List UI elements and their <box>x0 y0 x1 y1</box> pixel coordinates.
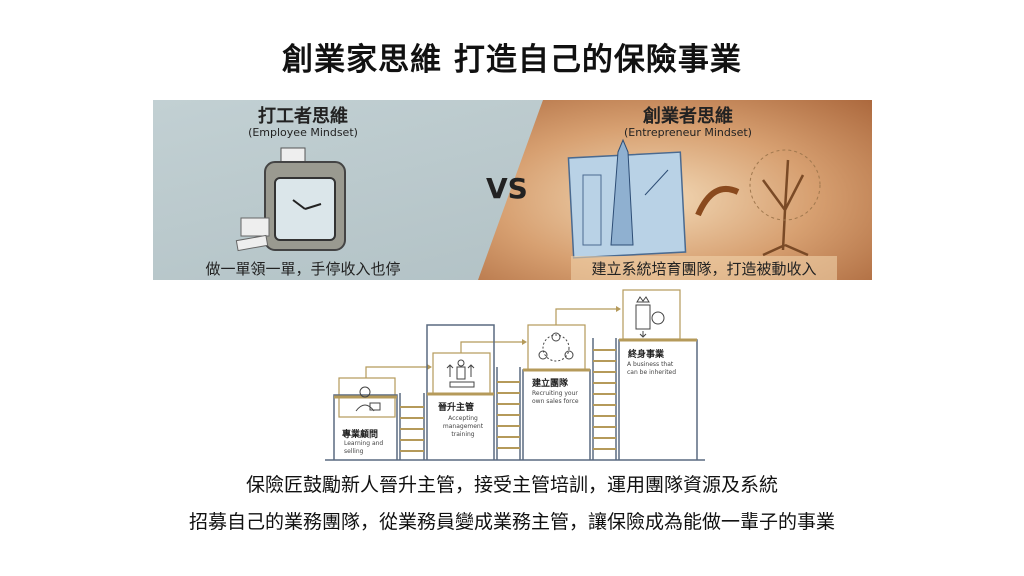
consultant-headset-icon <box>355 386 381 412</box>
employee-caption: 做一單領一單，手停收入也停 <box>205 260 401 278</box>
staircase-graphic <box>325 289 705 461</box>
building-crown-icon <box>635 296 665 338</box>
step-4-subtitle: A business that can be inherited <box>627 361 677 376</box>
entrepreneur-caption: 建立系統培育團隊，打造被動收入 <box>571 256 837 280</box>
vs-label: VS <box>486 172 528 205</box>
promotion-podium-icon <box>446 359 475 388</box>
entrepreneur-heading: 創業者思維 <box>643 106 733 127</box>
team-network-icon <box>538 332 574 362</box>
mindset-comparison-banner: 打工者思維 (Employee Mindset) 做一單領一單，手停收入也停 V… <box>153 100 872 280</box>
step-1-title: 專業顧問 <box>342 430 379 440</box>
banner-background <box>153 100 872 280</box>
body-text-line-1: 保險匠鼓勵新人晉升主管，接受主管培訓，運用團隊資源及系統 <box>245 474 778 496</box>
employee-subheading: (Employee Mindset) <box>248 126 358 139</box>
arrow-icon <box>695 185 740 217</box>
step-1-subtitle: Learning and selling <box>344 440 384 455</box>
tree-icon <box>749 149 821 257</box>
page-title: 創業家思維 打造自己的保險事業 <box>282 42 742 78</box>
step-3-title: 建立團隊 <box>532 379 569 389</box>
time-clock-icon <box>235 147 346 252</box>
body-text-line-2: 招募自己的業務團隊，從業務員變成業務主管，讓保險成為能做一輩子的事業 <box>188 511 835 533</box>
entrepreneur-subheading: (Entrepreneur Mindset) <box>624 126 752 139</box>
step-2-subtitle: Accepting management training <box>442 415 484 438</box>
employee-heading: 打工者思維 <box>258 106 348 127</box>
step-2-title: 晉升主管 <box>438 403 475 413</box>
step-3-subtitle: Recruiting your own sales force <box>532 390 579 405</box>
career-staircase: 專業顧問 Learning and selling 晉升主管 Accepting… <box>320 285 710 465</box>
step-4-title: 終身事業 <box>628 350 665 360</box>
blueprint-skyscraper-icon <box>567 138 687 259</box>
